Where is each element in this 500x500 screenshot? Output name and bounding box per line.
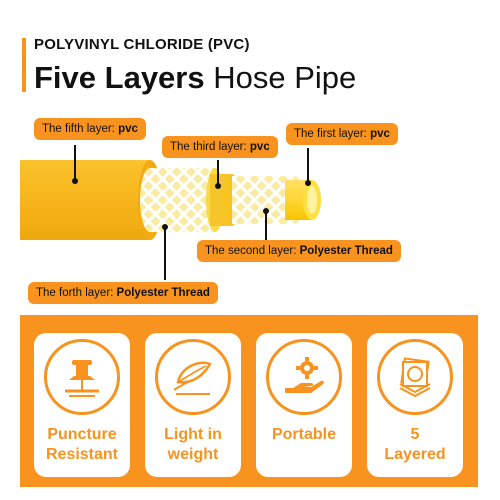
feature-label-line1: Portable bbox=[271, 426, 336, 443]
stacked-layers-icon bbox=[377, 339, 453, 415]
hose-bore bbox=[307, 186, 317, 214]
feature-card-portable: Portable bbox=[256, 333, 352, 477]
fifth-layer-outer-pvc bbox=[20, 160, 150, 240]
feature-label-light: Light in weight bbox=[145, 425, 241, 465]
first-layer-label: The first layer: pvc bbox=[286, 123, 398, 145]
feature-label-line1: 5 bbox=[410, 426, 420, 443]
feature-card-puncture: Puncture Resistant bbox=[34, 333, 130, 477]
fourth-layer-prefix: The forth layer: bbox=[36, 287, 117, 299]
title-bold-part: Five Layers bbox=[34, 60, 205, 95]
first-layer-prefix: The first layer: bbox=[294, 128, 371, 140]
feature-label-line1: Puncture bbox=[47, 426, 117, 443]
feature-label-portable: Portable bbox=[256, 425, 352, 445]
feather-icon bbox=[155, 339, 231, 415]
feature-label-line2: Resistant bbox=[45, 446, 119, 463]
feature-label-line2: weight bbox=[167, 446, 219, 463]
fourth-layer-label: The forth layer: Polyester Thread bbox=[28, 282, 218, 304]
hand-gear-icon bbox=[266, 339, 342, 415]
fifth-layer-label: The fifth layer: pvc bbox=[34, 118, 146, 140]
second-layer-mesh bbox=[232, 176, 295, 224]
second-layer-label: The second layer: Polyester Thread bbox=[197, 240, 401, 262]
fourth-layer-mesh bbox=[150, 168, 215, 232]
page-title: Five Layers Hose Pipe bbox=[34, 60, 356, 96]
fifth-layer-value: pvc bbox=[118, 123, 138, 135]
feature-label-layered: 5 Layered bbox=[367, 425, 463, 465]
fifth-layer-prefix: The fifth layer: bbox=[42, 123, 119, 135]
title-accent-bar bbox=[22, 38, 26, 92]
page-subtitle: POLYVINYL CHLORIDE (PVC) bbox=[34, 36, 250, 53]
third-layer-prefix: The third layer: bbox=[170, 141, 250, 153]
first-layer-value: pvc bbox=[370, 128, 390, 140]
feature-card-layered: 5 Layered bbox=[367, 333, 463, 477]
feature-label-line2: Layered bbox=[384, 446, 446, 463]
title-rest-part: Hose Pipe bbox=[204, 60, 357, 95]
third-layer-label: The third layer: pvc bbox=[162, 136, 278, 158]
third-layer-value: pvc bbox=[249, 141, 270, 153]
feature-label-line1: Light in bbox=[164, 426, 222, 443]
pushpin-icon bbox=[44, 339, 120, 415]
feature-card-light: Light in weight bbox=[145, 333, 241, 477]
second-layer-prefix: The second layer: bbox=[205, 245, 300, 257]
fourth-layer-value: Polyester Thread bbox=[116, 287, 210, 299]
second-layer-value: Polyester Thread bbox=[299, 245, 393, 257]
feature-label-puncture: Puncture Resistant bbox=[34, 425, 130, 465]
hose-illustration bbox=[20, 145, 321, 280]
